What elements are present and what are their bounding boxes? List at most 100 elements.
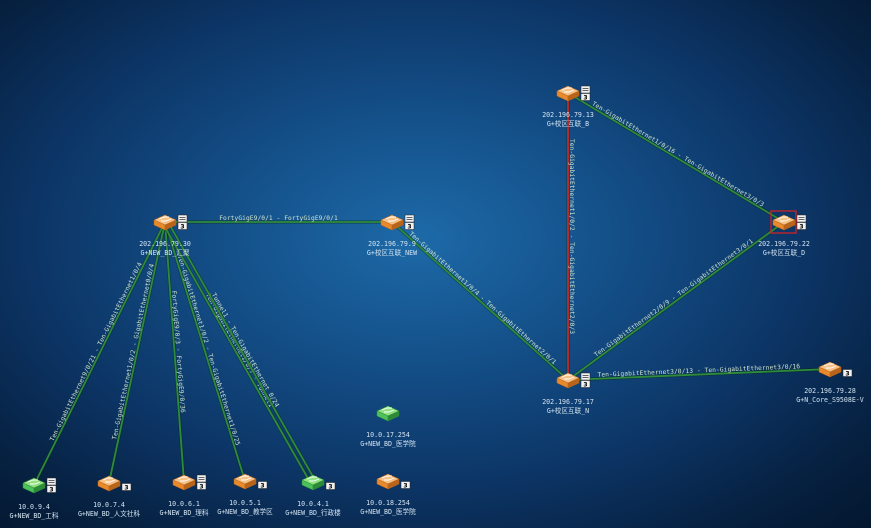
alarm-count-badge: 3 xyxy=(46,485,57,493)
stack-icon xyxy=(177,214,188,223)
stack-icon xyxy=(196,474,207,483)
switch-icon[interactable] xyxy=(22,477,46,494)
link-l_9_n[interactable]: Ten-GigabitEthernet1/0/4 - Ten-GigabitEt… xyxy=(390,220,570,382)
link-l_30_gk[interactable]: Ten-GigabitEthernet9/0/21 - Ten-GigabitE… xyxy=(32,221,167,486)
device-node[interactable]: 3 202.196.79.17G+校区互联_N xyxy=(542,372,594,415)
link-label: Ten-GigabitEthernet2/0/9 - Ten-GigabitEt… xyxy=(593,238,755,359)
svg-text:3: 3 xyxy=(407,223,411,230)
svg-text:3: 3 xyxy=(49,486,53,493)
device-node[interactable]: 3 10.0.4.1G+NEW_BD_行政楼 xyxy=(285,474,341,517)
device-ip: 10.0.4.1 xyxy=(297,500,329,508)
link-line[interactable] xyxy=(167,221,317,483)
switch-icon[interactable] xyxy=(172,474,196,491)
device-name: G+NEW_BD_医学院 xyxy=(360,439,416,448)
svg-text:3: 3 xyxy=(583,94,587,101)
link-l_n_core[interactable]: Ten-GigabitEthernet3/0/13 - Ten-GigabitE… xyxy=(567,363,831,382)
device-ip: 10.0.9.4 xyxy=(18,503,50,511)
switch-icon[interactable] xyxy=(376,473,400,490)
link-line[interactable] xyxy=(161,221,311,483)
link-line[interactable] xyxy=(108,221,166,484)
link-label: FortyGigE9/0/1 - FortyGigE9/0/1 xyxy=(219,215,338,222)
stack-icon xyxy=(404,214,415,223)
device-name: G+NEW_BD_医学院 xyxy=(360,507,416,516)
alarm-count-badge: 3 xyxy=(257,481,268,489)
link-l_30_9[interactable]: FortyGigE9/0/1 - FortyGigE9/0/1 xyxy=(165,215,392,224)
link-l_b_d[interactable]: Ten-GigabitEthernet1/0/16 - Ten-GigabitE… xyxy=(567,91,785,224)
device-node[interactable]: 310.0.9.4G+NEW_BD_工科 xyxy=(10,477,59,520)
link-l_b_n[interactable]: Ten-GigabitEthernet1/0/2 - Ten-GigabitEt… xyxy=(566,93,575,380)
nodes-layer: 3202.196.79.13G+校区互联_B3202.196.79.22G+校区… xyxy=(10,85,864,520)
link-label: Ten-GigabitEthernet1/0/2 - Ten-GigabitEt… xyxy=(568,139,575,334)
device-ip: 202.196.79.28 xyxy=(804,387,856,395)
link-line[interactable] xyxy=(391,221,569,381)
alarm-count-badge: 3 xyxy=(400,481,411,489)
link-line[interactable] xyxy=(567,221,785,381)
links-layer: FortyGigE9/0/1 - FortyGigE9/0/1Ten-Gigab… xyxy=(32,91,831,486)
device-ip: 202.196.79.30 xyxy=(139,240,191,248)
device-ip: 10.0.7.4 xyxy=(93,501,125,509)
svg-text:3: 3 xyxy=(199,483,203,490)
switch-icon[interactable] xyxy=(301,474,325,491)
device-name: G+NEW_BD_理科 xyxy=(160,508,209,517)
alarm-count-badge: 3 xyxy=(580,93,591,101)
link-label: Ten-GigabitEthernet1/0/2 - Ten-GigabitEt… xyxy=(176,254,241,446)
link-l_n_d[interactable]: Ten-GigabitEthernet2/0/9 - Ten-GigabitEt… xyxy=(567,220,785,382)
device-name: G+NEW_BD_教学区 xyxy=(217,507,273,516)
device-ip: 202.196.79.17 xyxy=(542,398,594,406)
switch-icon[interactable] xyxy=(376,405,400,422)
device-name: G+校区互联_N xyxy=(547,406,589,415)
device-name: G+校区互联_NEW xyxy=(367,248,417,257)
device-ip: 10.0.17.254 xyxy=(366,431,410,439)
link-line[interactable] xyxy=(567,92,785,223)
device-node[interactable]: 3 10.0.7.4G+NEW_BD_人文社科 xyxy=(78,475,141,518)
svg-text:3: 3 xyxy=(180,223,184,230)
switch-icon[interactable] xyxy=(818,361,842,378)
link-line[interactable] xyxy=(33,221,166,486)
svg-text:3: 3 xyxy=(124,484,128,491)
device-ip: 202.196.79.9 xyxy=(368,240,416,248)
device-ip: 202.196.79.22 xyxy=(758,240,810,248)
stack-icon xyxy=(580,372,591,381)
device-name: G+NEW_BD_人文社科 xyxy=(78,509,141,518)
alarm-count-badge: 3 xyxy=(796,222,807,230)
device-node[interactable]: 3 202.196.79.30G+NEW_BD_汇聚 xyxy=(139,214,191,257)
device-name: G+NEW_BD_汇聚 xyxy=(141,249,190,257)
link-l_30_xz2[interactable]: Tunnel1 - Ten-GigabitEthernet 0/24 xyxy=(166,221,318,483)
svg-text:3: 3 xyxy=(328,483,332,490)
alarm-count-badge: 3 xyxy=(404,222,415,230)
device-node[interactable]: 3 202.196.79.9G+校区互联_NEW xyxy=(367,214,417,257)
alarm-count-badge: 3 xyxy=(580,380,591,388)
link-line[interactable] xyxy=(567,368,831,381)
alarm-count-badge: 3 xyxy=(196,482,207,490)
selection-box xyxy=(770,210,797,234)
device-node[interactable]: 3 10.0.5.1G+NEW_BD_教学区 xyxy=(217,473,273,516)
switch-icon[interactable] xyxy=(556,85,580,102)
device-name: G+校区互联_B xyxy=(547,119,589,128)
switch-icon[interactable] xyxy=(233,473,257,490)
link-line[interactable] xyxy=(164,221,246,482)
device-node[interactable]: 310.0.6.1G+NEW_BD_理科 xyxy=(160,474,209,517)
stack-icon xyxy=(796,214,807,223)
switch-icon[interactable] xyxy=(153,214,177,231)
link-label: Ten-GigabitEthernet1/0/4 - Ten-GigabitEt… xyxy=(407,231,557,367)
switch-icon[interactable] xyxy=(380,214,404,231)
alarm-count-badge: 3 xyxy=(177,222,188,230)
alarm-count-badge: 3 xyxy=(842,369,853,377)
switch-icon[interactable] xyxy=(772,214,796,231)
stack-icon xyxy=(46,477,57,486)
device-name: G+N_Core_S9508E-V xyxy=(796,396,864,404)
device-node[interactable]: 3 202.196.79.28G+N_Core_S9508E-V xyxy=(796,361,864,404)
device-ip: 10.0.5.1 xyxy=(229,499,261,507)
device-name: G+NEW_BD_行政楼 xyxy=(285,508,341,517)
svg-text:3: 3 xyxy=(845,370,849,377)
switch-icon[interactable] xyxy=(97,475,121,492)
link-label: FortyGigE9/0/3 - FortyGigE9/0/36 xyxy=(170,290,186,413)
switch-icon[interactable] xyxy=(556,372,580,389)
link-line[interactable] xyxy=(164,221,185,483)
device-ip: 10.0.18.254 xyxy=(366,499,410,507)
